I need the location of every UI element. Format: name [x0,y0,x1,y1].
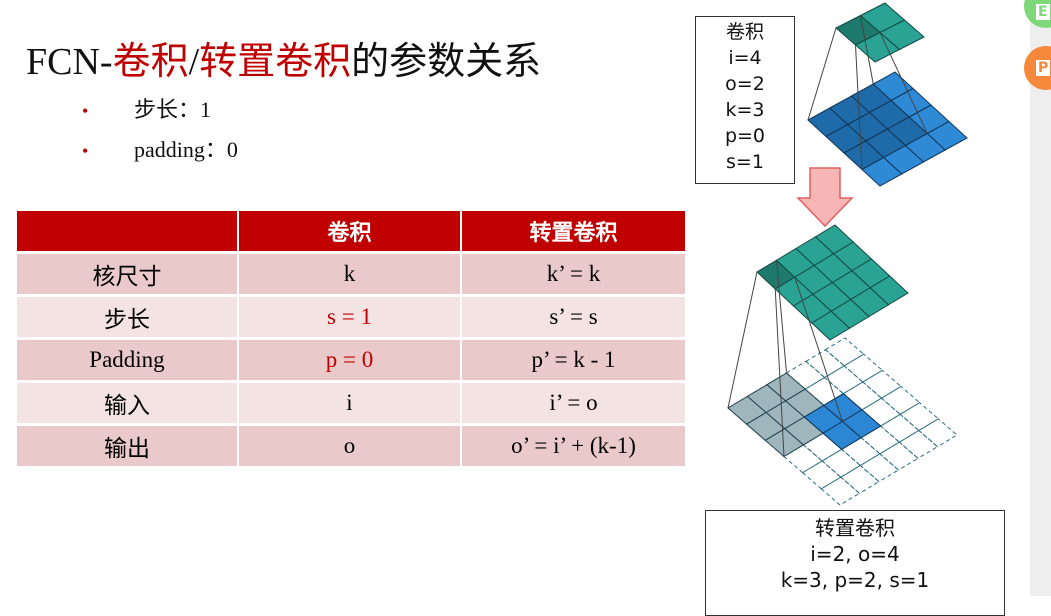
convolution-diagrams [727,2,968,506]
bullet-dot-icon: • [82,141,89,161]
tconv-box-line: i=2, o=4 [810,542,900,566]
bullet-padding: • padding：0 [82,132,238,164]
conv-value: i [239,383,460,423]
title-tconv: 转置卷积 [199,41,352,83]
projection-line [860,15,874,85]
projection-line [774,288,785,457]
projection-line [879,32,928,134]
tconv-value: s’ = s [462,297,685,337]
header-tconv: 转置卷积 [462,211,685,251]
conv-box-title: 卷积 [725,21,764,43]
bullet-dot-icon: • [82,101,89,121]
projection-line [855,44,863,170]
padded-input-cell [821,448,862,478]
projection-line [794,277,843,422]
projection-line [727,271,758,409]
conv-box-line: p=0 [724,125,766,147]
row-label: 核尺寸 [17,254,237,294]
output-grid-cell [879,19,925,51]
row-label: 输入 [17,383,237,423]
row-label: Padding [17,340,237,380]
conv-box-line: o=2 [725,73,765,95]
conv-params-box: 卷积 i=4 o=2 k=3 p=0 s=1 [695,16,795,184]
tconv-value: i’ = o [462,383,685,423]
conv-value: o [239,426,460,466]
projection-line [776,260,787,374]
conv-value: p = 0 [239,340,460,380]
tconv-box-line: k=3, p=2, s=1 [780,568,930,592]
padded-input-cell [859,453,900,483]
tconv-value: p’ = k - 1 [462,340,685,380]
conv-box-line: s=1 [726,151,764,173]
padded-input-cell [805,349,846,379]
bullet-text: padding：0 [134,137,238,162]
padded-input-cell [898,429,939,459]
conv-value: k [239,254,460,294]
tconv-params-box: 转置卷积 i=2, o=4 k=3, p=2, s=1 [705,510,1005,616]
padded-input-cell [861,369,902,399]
padded-input-cell [843,353,884,383]
padded-input-cell [880,385,921,415]
padded-input-cell [823,365,864,395]
title-conv: 卷积 [112,41,189,83]
padded-input-cell [917,418,958,448]
conv-value: s = 1 [239,297,460,337]
table-header: 卷积 转置卷积 [17,211,685,251]
padded-input-cell [879,413,920,443]
title-sep: / [188,41,200,83]
input-grid-cell [841,409,882,439]
title-prefix: FCN- [26,41,113,83]
output-grid-cell [869,275,909,306]
padded-input-cell [801,460,842,490]
tconv-box-title: 转置卷积 [815,516,895,540]
padded-input-cell [878,441,919,471]
input-grid-cell [926,120,968,151]
padded-input-cell [820,476,861,506]
padded-input-cell [824,337,865,367]
bullet-text: 步长：1 [134,97,212,122]
down-arrow-icon [796,167,854,228]
header-cell [17,211,237,251]
badge-label: P [1036,60,1051,76]
bullet-stride: • 步长：1 [82,92,211,124]
padded-input-cell [899,402,940,432]
tconv-value: k’ = k [462,254,685,294]
slide-title: FCN-卷积/转置卷积的参数关系 [26,30,541,85]
padded-input-cell [839,464,880,494]
header-conv: 卷积 [239,211,460,251]
right-sidebar: E P [1024,0,1051,596]
title-suffix: 的参数关系 [351,41,542,83]
conv-box-line: k=3 [725,99,765,121]
projection-line [807,27,837,121]
badge-label: E [1036,4,1050,20]
tconv-value: o’ = i’ + (k-1) [462,426,685,466]
conv-box-line: i=4 [728,47,762,69]
row-label: 输出 [17,426,237,466]
row-label: 步长 [17,297,237,337]
